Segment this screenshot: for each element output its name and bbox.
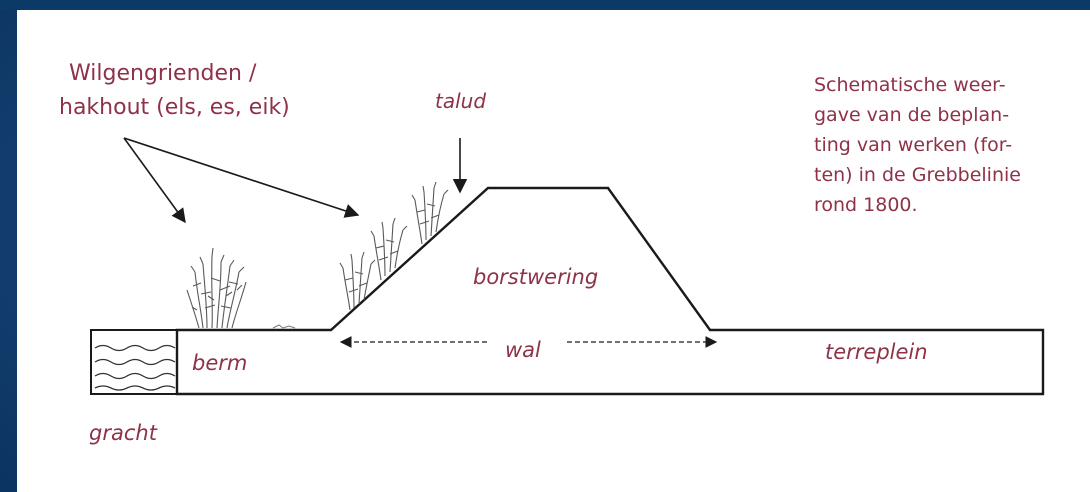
- shrub-slope-high-icon: [411, 181, 449, 245]
- gracht-label: gracht: [89, 421, 158, 445]
- caption-block: Schematische weer- gave van de beplan- t…: [814, 74, 1021, 216]
- caption-line: rond 1800.: [814, 194, 918, 216]
- terreplein-label: terreplein: [825, 340, 928, 364]
- caption-line: Schematische weer-: [814, 74, 1006, 96]
- caption-line: gave van de beplan-: [814, 104, 1009, 126]
- water-wave: [94, 385, 176, 391]
- caption-line: ten) in de Grebbelinie: [814, 164, 1021, 186]
- water-wave: [94, 358, 176, 366]
- shrub-slope-low-icon: [339, 251, 376, 311]
- berm-label: berm: [192, 351, 247, 375]
- plant-label-arrow-berm: [123, 137, 186, 224]
- shrub-berm-icon: [186, 247, 247, 329]
- water-wave: [94, 372, 176, 380]
- window-top-band: [0, 0, 1090, 10]
- moat-box: [90, 329, 178, 395]
- wal-label: wal: [505, 338, 541, 362]
- caption-line: ting van werken (for-: [814, 134, 1012, 156]
- water-wave: [94, 344, 176, 352]
- rampart-profile: [175, 186, 1045, 396]
- diagram-panel: Wilgengrienden / hakhout (els, es, eik) …: [17, 10, 1090, 492]
- grass-tuft: [272, 324, 296, 329]
- plant-label-line1: Wilgengrienden /: [69, 61, 257, 86]
- talud-label: talud: [435, 89, 486, 113]
- shrub-slope-mid-icon: [370, 217, 408, 281]
- fort-cross-section-diagram: Wilgengrienden / hakhout (els, es, eik) …: [59, 61, 1045, 445]
- plant-label-arrow-slope: [123, 137, 360, 218]
- plant-label-line2: hakhout (els, es, eik): [59, 95, 290, 120]
- borstwering-label: borstwering: [473, 265, 598, 289]
